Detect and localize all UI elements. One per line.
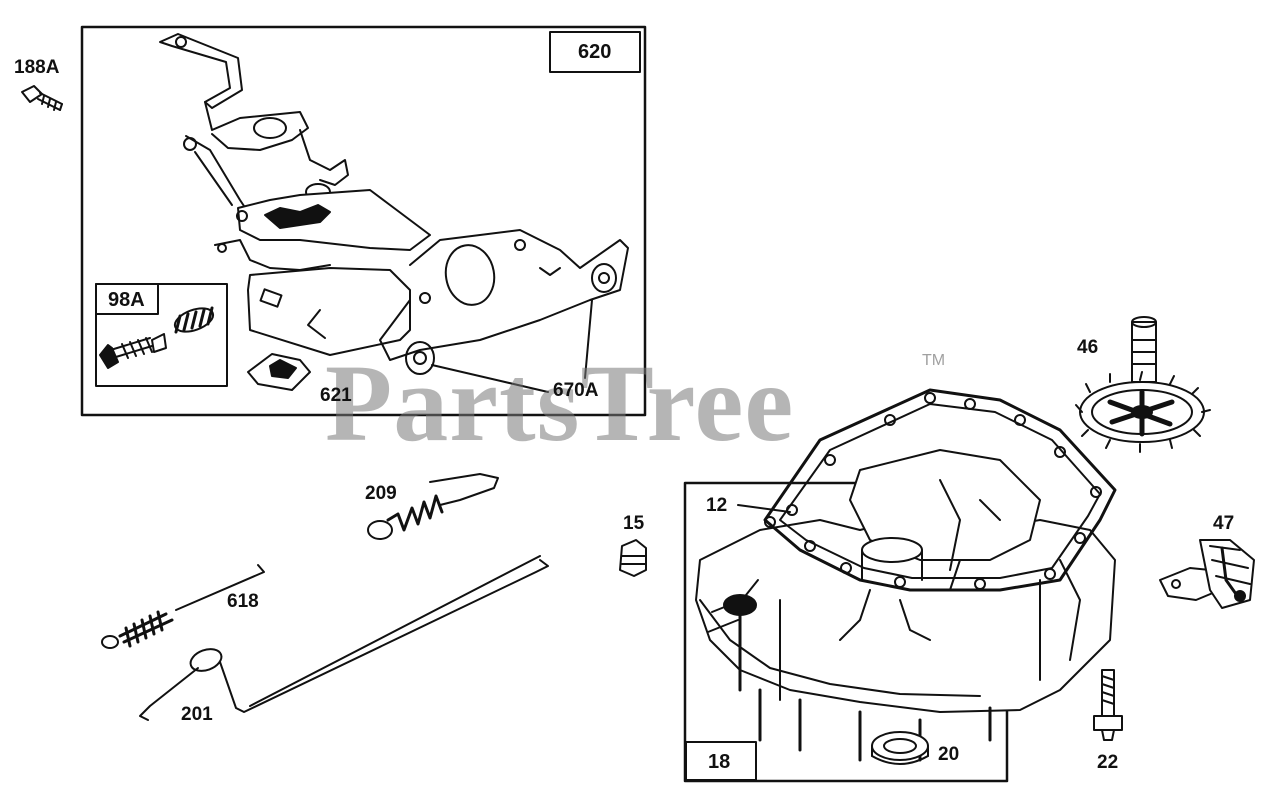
gasket-12-drawing <box>737 388 1117 592</box>
governor-47-drawing <box>1159 539 1255 609</box>
label-188a[interactable]: 188A <box>14 57 60 78</box>
label-12[interactable]: 12 <box>706 495 728 516</box>
link-618-drawing <box>101 564 265 649</box>
bolt-188a-drawing <box>21 85 63 111</box>
spring-209-drawing <box>367 473 499 540</box>
frame-98a-label <box>95 283 159 315</box>
seal-20-drawing <box>871 731 929 765</box>
plug-15-drawing <box>619 539 647 577</box>
leader-670a-a <box>431 364 549 393</box>
label-621[interactable]: 621 <box>320 385 352 406</box>
label-618[interactable]: 618 <box>227 591 259 612</box>
label-98a[interactable]: 98A <box>108 289 145 311</box>
label-20[interactable]: 20 <box>938 744 960 765</box>
watermark-text: PartsTree <box>325 342 795 464</box>
label-18[interactable]: 18 <box>708 751 731 773</box>
label-47[interactable]: 47 <box>1213 513 1235 534</box>
clip-621-drawing <box>247 353 311 391</box>
trademark-mark: TM <box>922 352 946 369</box>
gear-46-drawing <box>1075 316 1211 453</box>
label-620[interactable]: 620 <box>578 41 612 63</box>
sump-cover-drawing <box>695 519 1116 762</box>
label-22[interactable]: 22 <box>1097 752 1119 773</box>
label-670a[interactable]: 670A <box>553 380 599 401</box>
frame-620-label <box>549 31 641 73</box>
label-15[interactable]: 15 <box>623 513 645 534</box>
label-46[interactable]: 46 <box>1077 337 1099 358</box>
label-201[interactable]: 201 <box>181 704 213 725</box>
spring-98a-drawing <box>95 283 228 387</box>
frame-620 <box>80 25 647 417</box>
bolt-22-drawing <box>1093 669 1123 741</box>
rod-201-drawing <box>139 555 549 721</box>
label-209[interactable]: 209 <box>365 483 397 504</box>
governor-bracket-drawing <box>159 33 629 375</box>
frame-18-label <box>685 741 757 781</box>
frame-98a <box>95 283 228 387</box>
leader-670a-b <box>584 299 593 379</box>
